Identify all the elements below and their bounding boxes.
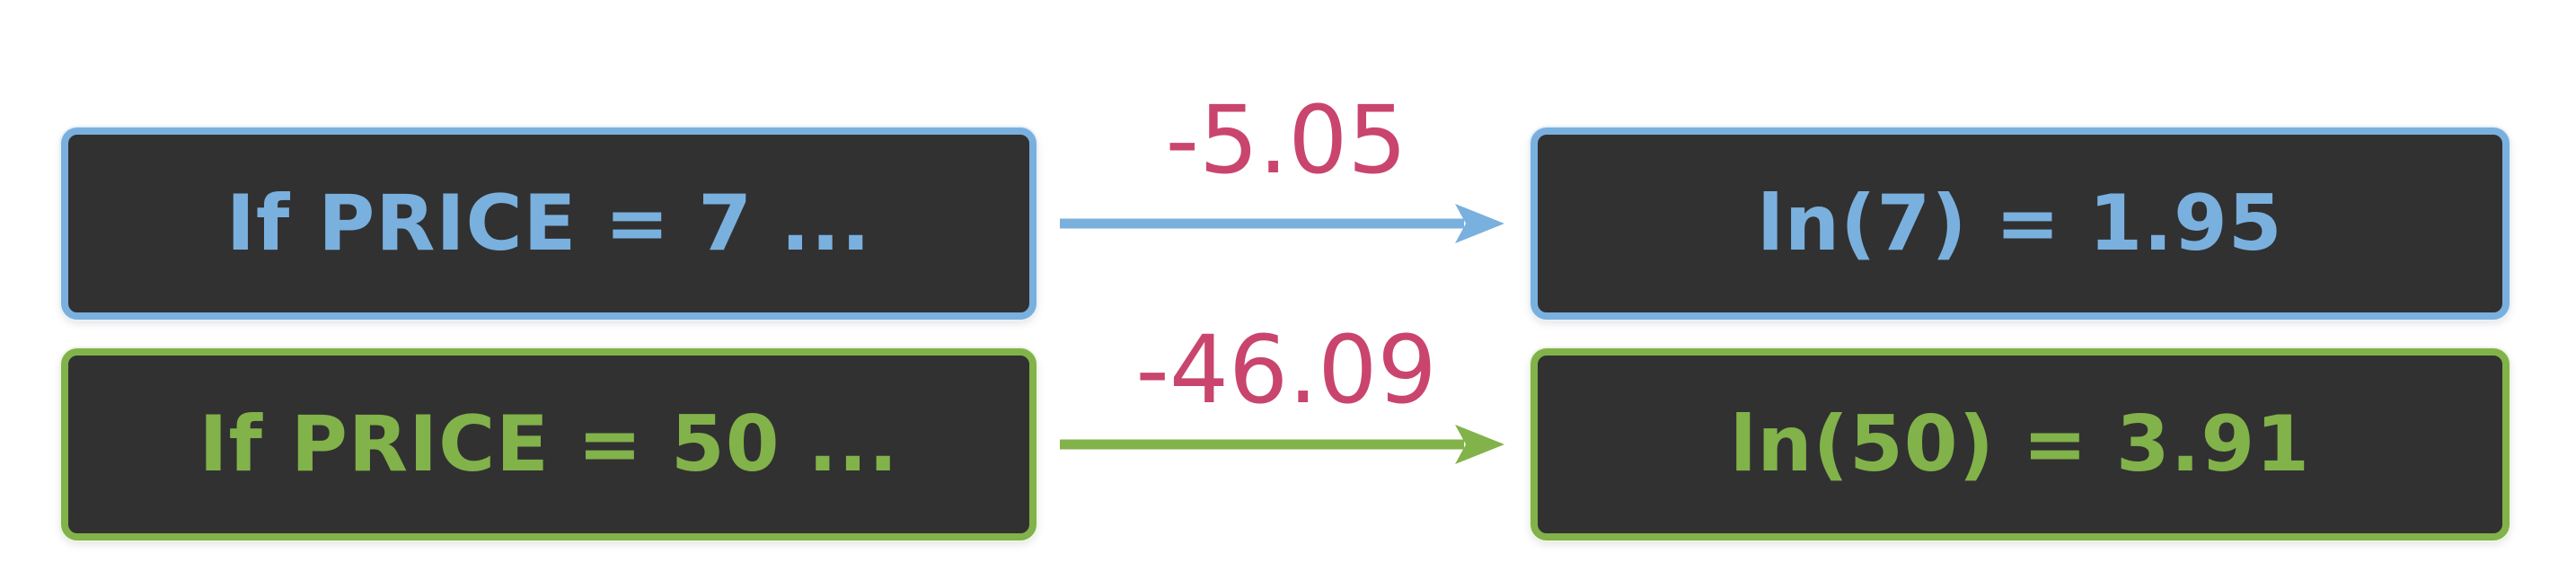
change-label-bottom: -46.09 (1135, 315, 1437, 425)
input-box-price-50: If PRICE = 50 ... (61, 348, 1037, 540)
input-label: If PRICE = 7 ... (225, 179, 872, 268)
arrow-bottom (1060, 425, 1504, 464)
arrow-top (1060, 204, 1504, 243)
output-box-ln-7: ln(7) = 1.95 (1531, 127, 2510, 320)
arrow-top-head (1455, 204, 1504, 243)
output-label: ln(7) = 1.95 (1757, 179, 2283, 268)
input-box-price-7: If PRICE = 7 ... (61, 127, 1037, 320)
input-label: If PRICE = 50 ... (198, 400, 899, 489)
change-label-top: -5.05 (1165, 85, 1407, 195)
output-box-ln-50: ln(50) = 3.91 (1531, 348, 2510, 540)
arrow-bottom-head (1455, 425, 1504, 464)
output-label: ln(50) = 3.91 (1729, 400, 2311, 489)
